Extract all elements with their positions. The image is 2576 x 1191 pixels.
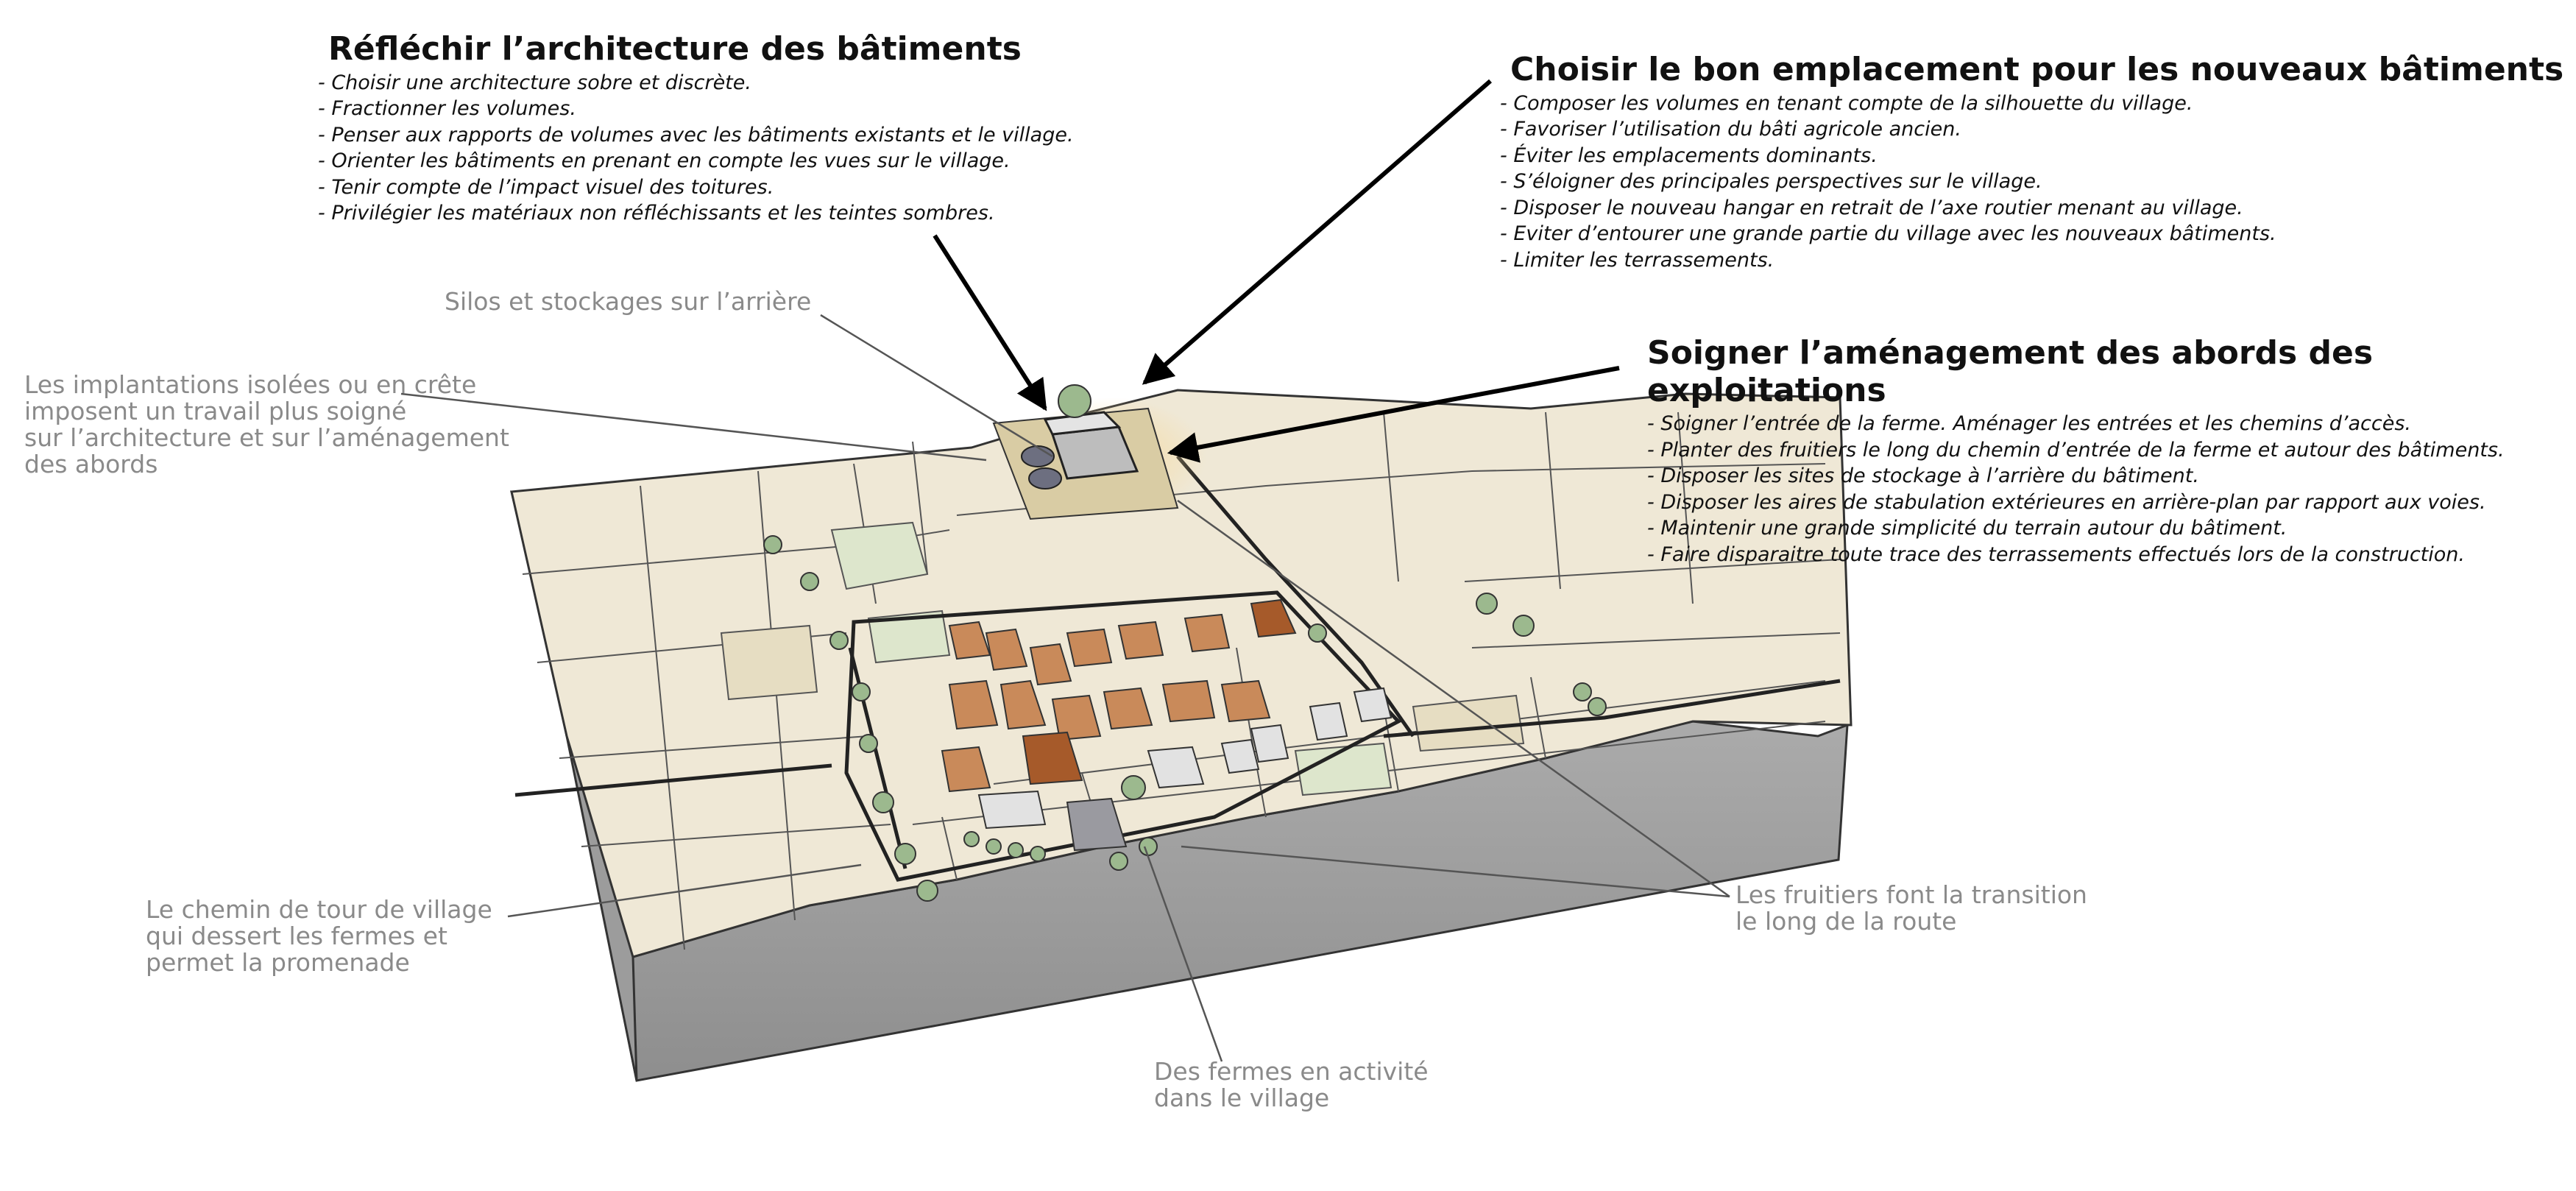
section-abords-list: - Soigner l’entrée de la ferme. Aménager…	[1647, 411, 2576, 568]
section-emplacement-list: - Composer les volumes en tenant compte …	[1500, 91, 2563, 274]
list-item: - Disposer les aires de stabulation exté…	[1647, 490, 2486, 514]
annotation-line: Les fruitiers font la transition	[1735, 880, 2087, 909]
list-item: - Eviter d’entourer une grande partie du…	[1500, 222, 2276, 246]
village-buildings	[941, 598, 1393, 852]
section-architecture: Réfléchir l’architecture des bâtiments -…	[318, 30, 1074, 227]
section-abords-title: Soigner l’aménagement des abords des exp…	[1647, 334, 2374, 409]
list-item: - Fractionner les volumes.	[318, 97, 576, 121]
annotation-chemin: Le chemin de tour de village qui dessert…	[146, 897, 492, 976]
list-item: - Choisir une architecture sobre et disc…	[318, 71, 751, 94]
list-item: - Privilégier les matériaux non réfléchi…	[318, 202, 995, 225]
annotation-leaders	[400, 314, 1730, 1062]
section-emplacement-title: Choisir le bon emplacement pour les nouv…	[1510, 51, 2564, 88]
list-item: - Composer les volumes en tenant compte …	[1500, 91, 2193, 115]
annotation-line: permet la promenade	[146, 948, 410, 977]
list-item: - Tenir compte de l’impact visuel des to…	[318, 175, 774, 199]
list-item: - Disposer le nouveau hangar en retrait …	[1500, 196, 2243, 219]
annotation-line: Des fermes en activité	[1154, 1057, 1429, 1086]
annotation-line: des abords	[24, 450, 158, 478]
annotation-line: imposent un travail plus soigné	[24, 397, 407, 425]
list-item: - S’éloigner des principales perspective…	[1500, 170, 2042, 194]
annotation-line: Silos et stockages sur l’arrière	[445, 287, 812, 316]
list-item: - Limiter les terrassements.	[1500, 248, 1774, 272]
annotation-line: Le chemin de tour de village	[146, 895, 492, 924]
list-item: - Faire disparaitre toute trace des terr…	[1647, 543, 2465, 566]
list-item: - Planter des fruitiers le long du chemi…	[1647, 438, 2505, 462]
section-abords: Soigner l’aménagement des abords des exp…	[1647, 334, 2576, 568]
section-architecture-list: - Choisir une architecture sobre et disc…	[318, 70, 1074, 227]
list-item: - Maintenir une grande simplicité du ter…	[1647, 517, 2287, 540]
callout-arrows	[933, 79, 1620, 463]
annotation-line: qui dessert les fermes et	[146, 922, 447, 950]
list-item: - Penser aux rapports de volumes avec le…	[318, 123, 1074, 146]
trees	[763, 535, 1607, 902]
annotation-line: dans le village	[1154, 1084, 1330, 1112]
annotation-line: sur l’architecture et sur l’aménagement	[24, 423, 509, 452]
annotation-fruitiers: Les fruitiers font la transition le long…	[1735, 882, 2087, 935]
annotation-line: le long de la route	[1735, 907, 1957, 936]
annotation-implantations: Les implantations isolées ou en crête im…	[24, 372, 509, 478]
section-emplacement: Choisir le bon emplacement pour les nouv…	[1500, 51, 2564, 274]
annotation-fermes: Des fermes en activité dans le village	[1154, 1059, 1429, 1112]
list-item: - Disposer les sites de stockage à l’arr…	[1647, 464, 2199, 488]
annotation-silos: Silos et stockages sur l’arrière	[445, 289, 811, 315]
list-item: - Orienter les bâtiments en prenant en c…	[318, 149, 1011, 173]
hilltop-farm	[992, 384, 1179, 520]
annotation-line: Les implantations isolées ou en crête	[24, 370, 477, 399]
section-architecture-title: Réfléchir l’architecture des bâtiments	[328, 30, 1022, 68]
list-item: - Favoriser l’utilisation du bâti agrico…	[1500, 118, 1961, 141]
list-item: - Éviter les emplacements dominants.	[1500, 144, 1878, 167]
green-fields	[720, 521, 1525, 796]
list-item: - Soigner l’entrée de la ferme. Aménager…	[1647, 412, 2411, 436]
